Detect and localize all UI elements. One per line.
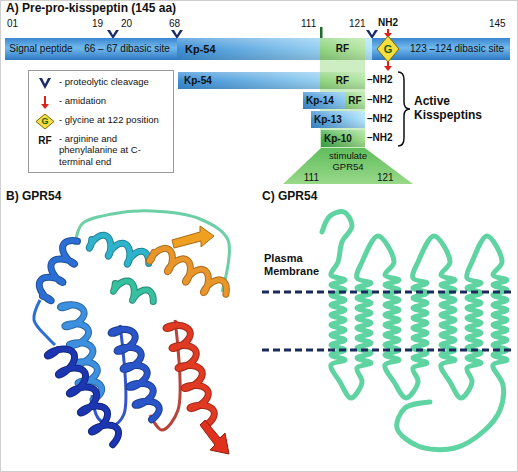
legend-sample: G <box>34 114 56 129</box>
legend-symbol-text: RF <box>38 135 51 147</box>
label-text: A) Pre-pro-kisspeptin (145 aa) <box>6 2 176 16</box>
legend-text: - amidation <box>59 95 106 106</box>
legend-row: - proteolytic cleavage <box>34 76 168 91</box>
receptor-ribbon <box>34 211 230 454</box>
helix <box>166 325 214 425</box>
label-text: C) GPR54 <box>262 190 317 204</box>
kp54-segment: Kp-54 RF <box>177 38 372 60</box>
node-text: 66 – 67 dibasic site <box>84 43 170 55</box>
node-text: Kp-10 <box>324 133 352 145</box>
receptor-chain <box>322 212 507 450</box>
beta-strand <box>200 420 229 454</box>
rf-region: RF <box>345 92 365 109</box>
peptide-bar: Kp-13 <box>311 111 365 128</box>
diamond-outline <box>377 36 399 62</box>
signal-peptide-segment: Signal peptide <box>5 38 77 60</box>
label-text: 01 <box>7 18 18 30</box>
helix <box>39 241 77 301</box>
legend-sample <box>34 76 56 91</box>
helix <box>47 349 118 445</box>
legend-box: - proteolytic cleavage - amidationG - glyc… <box>28 70 174 173</box>
legend-text: - arginine and phenylalanine at C-termin… <box>59 133 168 167</box>
label-text: NH2 <box>378 17 398 29</box>
peptide-bar: Kp-10 <box>321 130 365 147</box>
helix-outline <box>47 349 118 445</box>
position-tick <box>320 27 323 38</box>
node-text: Signal peptide <box>9 43 72 55</box>
receptor-snake-plot <box>322 212 507 450</box>
membrane-line <box>262 291 512 294</box>
node-text: Kp-54 <box>185 43 216 56</box>
node-text: stimulate GPR54 <box>323 151 373 173</box>
label-text: B) GPR54 <box>6 190 61 204</box>
receptor-trapezoid: 111 stimulate GPR54 121 <box>283 148 413 184</box>
glycine-diamond: G <box>376 35 400 63</box>
helix <box>89 235 149 264</box>
helix-outline <box>111 329 159 419</box>
helix <box>113 281 153 302</box>
helix <box>111 329 159 419</box>
ribbon-loop <box>34 300 55 345</box>
node-text: 111 <box>304 172 319 184</box>
peptide-bar: Kp-54 RF <box>178 72 365 89</box>
bracket <box>398 72 410 146</box>
dibasic-segment: 66 – 67 dibasic site <box>77 38 177 60</box>
label-text: 68 <box>169 18 180 30</box>
helix-outline <box>113 281 153 302</box>
amidation-arrow <box>384 66 392 71</box>
node-text: RF <box>336 75 349 87</box>
legend-row: RF - arginine and phenylalanine at C-term… <box>34 133 168 167</box>
label-text: Active Kisspeptins <box>414 95 494 123</box>
helix-outline <box>149 248 226 294</box>
cleavage-symbol <box>34 76 56 91</box>
legend-text: - glycine at 122 position <box>59 114 159 125</box>
helix-outline <box>89 235 149 264</box>
label-text: 111 <box>301 18 316 30</box>
peptide-bar: Kp-14 RF <box>303 92 365 109</box>
helix-outline <box>166 325 214 425</box>
helix <box>149 248 226 294</box>
label-text: 19 <box>92 18 103 30</box>
rf-region: RF <box>320 38 365 60</box>
legend-row: G - glycine at 122 position <box>34 114 168 129</box>
beta-strand <box>172 226 214 248</box>
legend-sample: RF <box>34 133 56 148</box>
node-text: Kp-54 <box>184 75 212 87</box>
dibasic-segment: 123 –124 dibasic site G <box>372 38 510 60</box>
label-text: –NH2 <box>367 113 393 125</box>
label-text: –NH2 <box>367 132 393 144</box>
label-text: –NH2 <box>367 74 393 86</box>
label-text: Plasma Membrane <box>264 252 328 277</box>
label-text: 20 <box>121 18 132 30</box>
node-text: RF <box>336 43 349 55</box>
membrane-line <box>262 349 512 352</box>
node-text: Kp-14 <box>306 95 334 107</box>
node-text: 123 –124 dibasic site <box>410 43 504 55</box>
label-text: 145 <box>489 18 506 30</box>
legend-text: - proteolytic cleavage <box>59 76 149 87</box>
label-text: 121 <box>349 18 366 30</box>
trapezoid-outline <box>283 148 413 184</box>
node-text: G <box>384 43 393 56</box>
helix-outline <box>39 241 77 301</box>
amidation-symbol <box>34 95 56 110</box>
amidation-arrow <box>387 29 389 33</box>
node-text: Kp-13 <box>314 114 342 126</box>
node-text: 121 <box>377 172 394 184</box>
legend-symbol-text: G <box>41 116 48 126</box>
legend-sample <box>34 95 56 110</box>
node-text: RF <box>348 95 361 107</box>
legend-row: - amidation <box>34 95 168 110</box>
label-text: –NH2 <box>367 94 393 106</box>
rf-region: RF <box>320 72 365 89</box>
